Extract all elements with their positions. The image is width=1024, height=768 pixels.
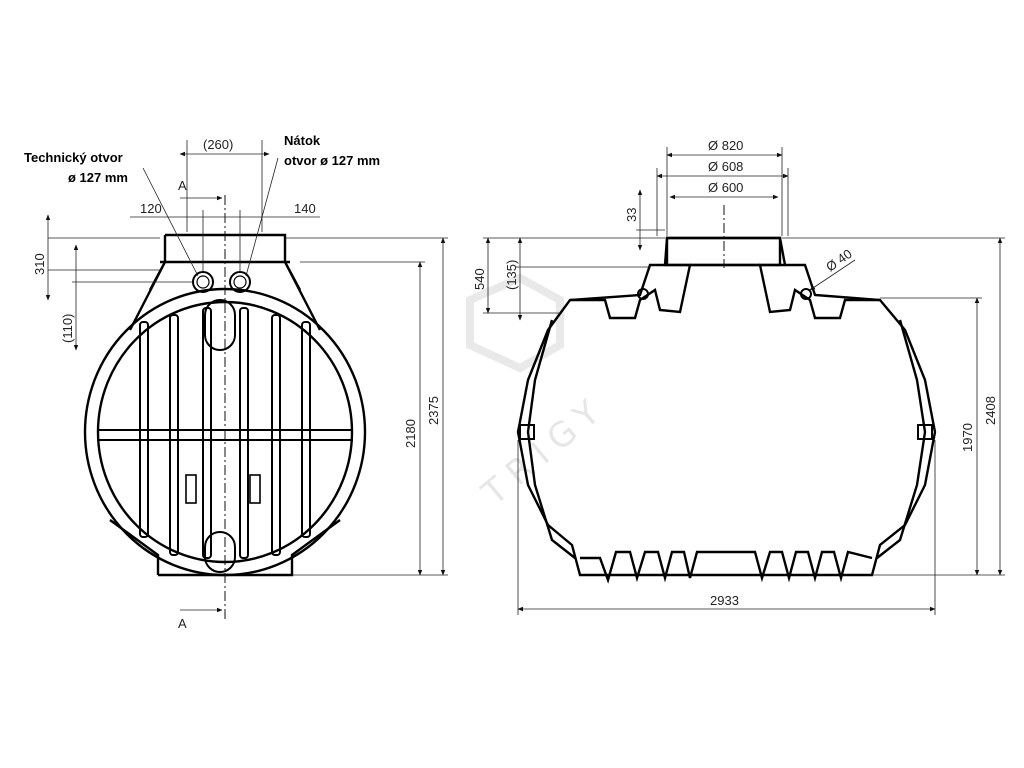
dim-2375: 2375 — [426, 396, 441, 425]
dim-d608: Ø 608 — [708, 159, 743, 174]
front-inner-shell — [526, 319, 927, 559]
label-tech-opening-line2: ø 127 mm — [68, 170, 128, 185]
side-neck — [128, 233, 322, 331]
dim-135: (135) — [504, 260, 519, 290]
dim-140: 140 — [294, 201, 316, 216]
section-mark-top: A — [178, 178, 187, 193]
front-view: Ø 820 Ø 608 Ø 600 33 540 (135) Ø 40 1970… — [472, 138, 1005, 615]
dim-120: 120 — [140, 201, 162, 216]
dim-d820: Ø 820 — [708, 138, 743, 153]
side-view: A A (260) 120 140 Technický otvor ø 127 … — [24, 133, 448, 631]
tech-opening-circle — [192, 271, 214, 293]
side-capsule-bottom — [204, 531, 236, 573]
watermark-text: TRIGY — [474, 386, 615, 514]
label-inlet-line2: otvor ø 127 mm — [284, 153, 380, 168]
dim-310: 310 — [32, 253, 47, 275]
dim-d40: Ø 40 — [823, 246, 855, 274]
dim-2933: 2933 — [710, 593, 739, 608]
section-mark-bottom: A — [178, 616, 187, 631]
dim-1970: 1970 — [960, 423, 975, 452]
side-ribs — [139, 307, 311, 559]
dim-d600: Ø 600 — [708, 180, 743, 195]
dim-110: (110) — [60, 314, 75, 343]
dim-2408: 2408 — [983, 396, 998, 425]
dim-33: 33 — [624, 208, 639, 222]
label-inlet-line1: Nátok — [284, 133, 321, 148]
dim-2180: 2180 — [403, 419, 418, 448]
label-tech-opening-line1: Technický otvor — [24, 150, 123, 165]
watermark-logo: TRIGY — [466, 273, 615, 514]
side-capsule-top — [204, 299, 236, 351]
dim-540: 540 — [472, 268, 487, 290]
front-bottom-teeth — [580, 550, 873, 584]
dim-260: (260) — [203, 137, 233, 152]
